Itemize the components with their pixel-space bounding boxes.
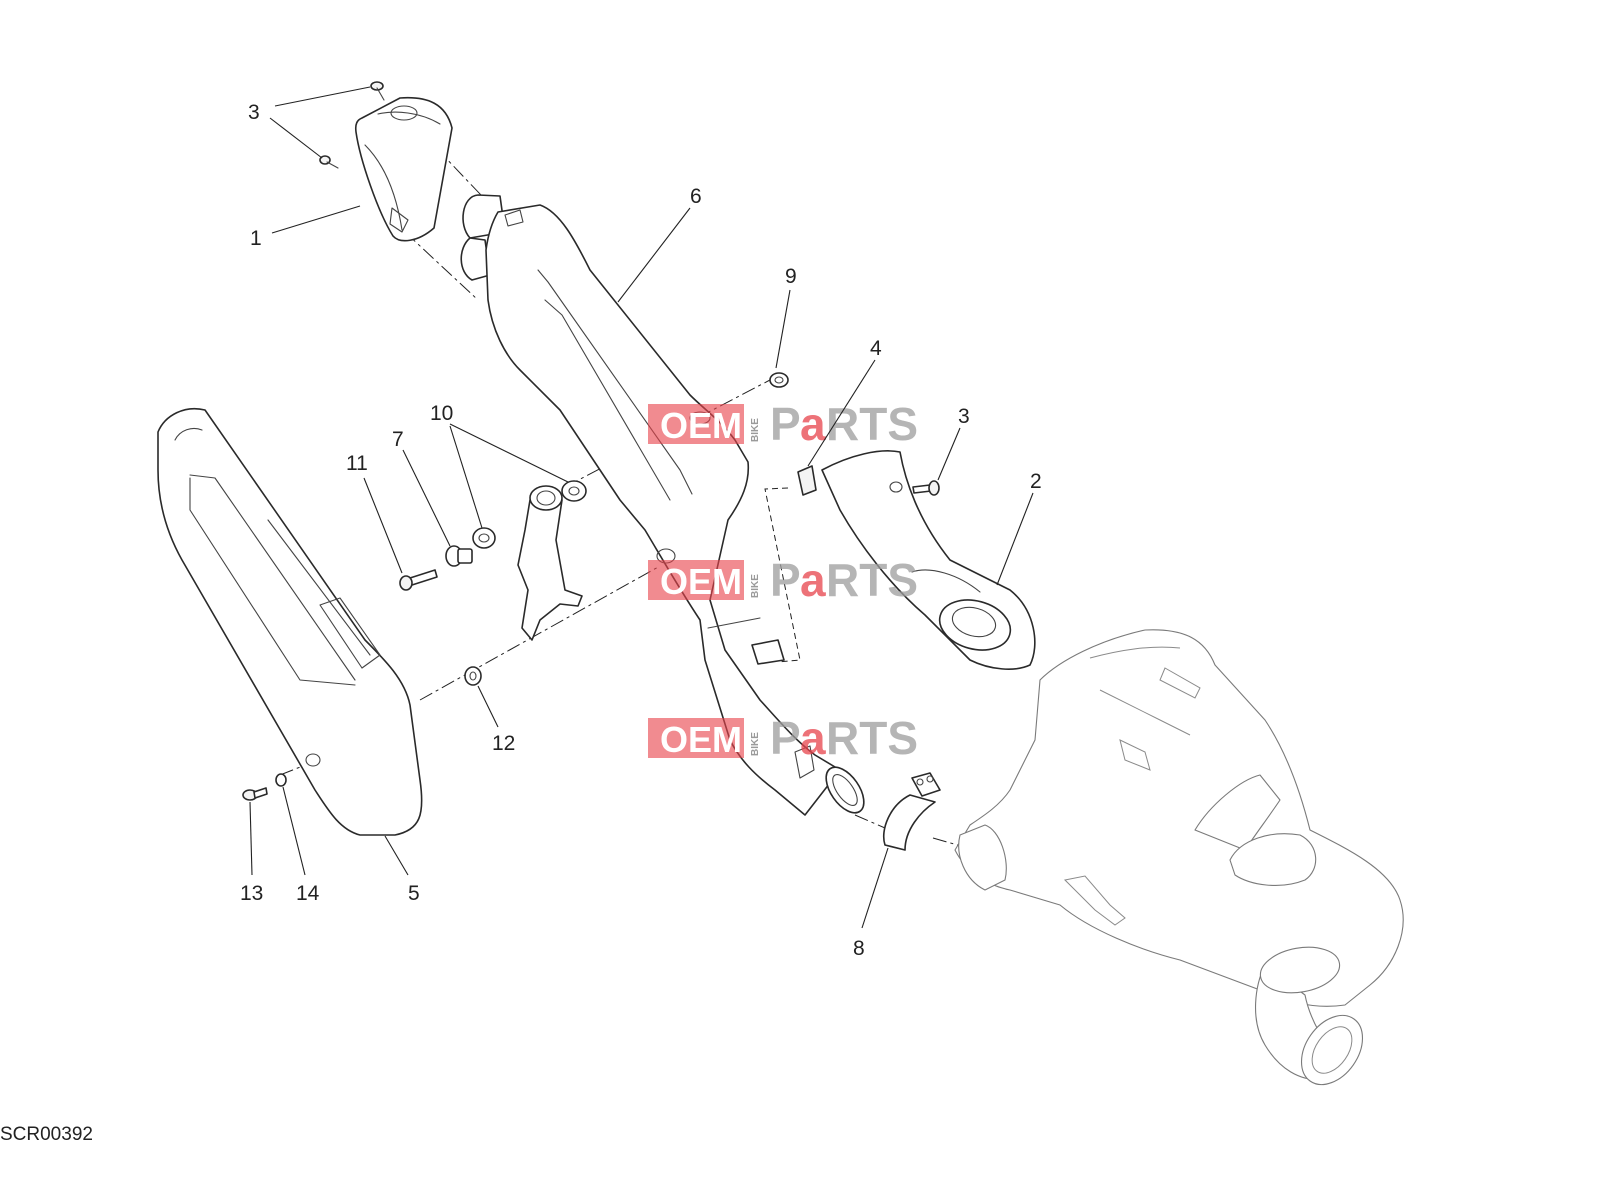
callout-1: 1 <box>250 227 262 250</box>
svg-text:P: P <box>770 712 801 764</box>
callout-5: 5 <box>408 882 420 905</box>
rear-silencer-reference <box>954 629 1404 1086</box>
svg-text:BIKE: BIKE <box>750 574 761 598</box>
callout-14: 14 <box>296 882 320 905</box>
callout-labels: 3 1 6 9 4 3 2 10 7 11 12 13 14 5 8 <box>240 101 1042 960</box>
svg-text:a: a <box>800 712 826 764</box>
svg-text:RTS: RTS <box>826 398 918 450</box>
svg-text:P: P <box>770 554 801 606</box>
callout-2: 2 <box>1030 470 1042 493</box>
svg-text:BIKE: BIKE <box>750 732 761 756</box>
callout-4: 4 <box>870 337 882 360</box>
svg-text:a: a <box>800 554 826 606</box>
part-8-clamp <box>883 772 941 851</box>
callout-7: 7 <box>392 428 404 451</box>
callout-11: 11 <box>346 452 368 475</box>
callout-3-top: 3 <box>248 101 260 124</box>
svg-text:OEM: OEM <box>660 405 742 446</box>
leader-lines <box>249 86 1034 929</box>
svg-text:OEM: OEM <box>660 561 742 602</box>
part-1-heat-guard-cap <box>354 96 453 242</box>
part-4-clip-nut <box>797 465 817 496</box>
callout-6: 6 <box>690 185 702 208</box>
drawing-code: SCR00392 <box>0 1124 93 1145</box>
callout-3-right: 3 <box>958 405 970 428</box>
svg-text:RTS: RTS <box>826 712 918 764</box>
callout-9: 9 <box>785 265 797 288</box>
part-3-screw-right <box>912 480 940 496</box>
callout-13: 13 <box>240 882 263 905</box>
part-14-washer <box>275 773 287 787</box>
part-12-grommet <box>464 666 482 686</box>
part-13-screw <box>242 787 268 801</box>
callout-12: 12 <box>492 732 515 755</box>
part-5-long-heat-guard <box>157 408 423 836</box>
callout-10: 10 <box>430 402 453 425</box>
part-10-grommets <box>472 480 587 549</box>
part-9-grommet <box>769 372 789 388</box>
part-7-spacer <box>445 545 473 567</box>
svg-text:RTS: RTS <box>826 554 918 606</box>
svg-text:OEM: OEM <box>660 719 742 760</box>
watermark-1: OEM BIKE P a RTS <box>648 398 918 450</box>
svg-text:P: P <box>770 398 801 450</box>
watermark-2: OEM BIKE P a RTS <box>648 554 918 606</box>
part-11-bolt <box>399 569 438 591</box>
part-2-side-heat-guard <box>821 450 1036 670</box>
watermark-3: OEM BIKE P a RTS <box>648 712 918 764</box>
part-3-screws-top <box>319 81 385 169</box>
svg-text:a: a <box>800 398 826 450</box>
svg-text:BIKE: BIKE <box>750 418 761 442</box>
part-bracket <box>517 485 583 641</box>
callout-8: 8 <box>853 937 865 960</box>
